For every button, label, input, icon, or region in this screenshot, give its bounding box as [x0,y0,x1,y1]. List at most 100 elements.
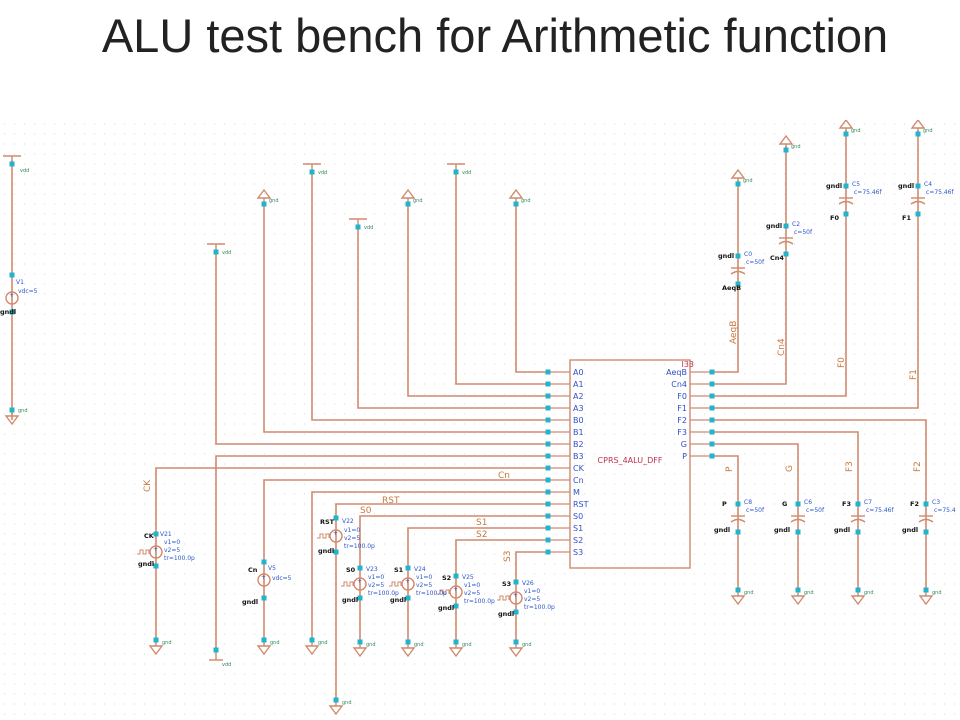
block-pin-label-cn4: Cn4 [671,380,687,389]
source-body [353,577,367,591]
pin-marker [357,639,363,645]
pulse-glyph [389,581,402,587]
gnd-symbol [448,639,464,658]
input-wire-1 [455,174,548,385]
pin-marker [855,587,861,593]
gndl-label: gndl [834,526,850,534]
gnd-label: gnd [413,198,423,204]
out-wire-2 [712,130,847,397]
vdd-label: vdd [222,250,231,256]
pin-marker [923,587,929,593]
gnd-symbol [400,188,416,207]
v26-p2: tr=100.0p [524,604,555,611]
cap-plate-bottom [730,518,746,523]
block-pin-label-a2: A2 [573,392,584,401]
pin-marker [709,441,715,447]
vdd-symbol [3,155,21,167]
pin-marker [735,253,741,259]
gnd-label: gnd [462,642,472,648]
gnd-label: gnd [804,590,814,596]
pin-marker [9,161,15,167]
pin-marker [545,501,551,507]
pin-marker [545,549,551,555]
capacitor [918,515,934,523]
source-plus: + [333,530,338,537]
block-pin-label-b3: B3 [573,452,584,461]
pin-marker [153,531,159,537]
pin-marker [735,501,741,507]
pin-marker [735,587,741,593]
gnd-label: gnd [18,408,28,414]
block-pin-label-b2: B2 [573,440,584,449]
v25-p2: tr=100.0p [464,598,495,605]
bottom-cap-inst: C6 [804,499,812,506]
gndl-label: gndl [766,222,782,230]
input-wire-5 [263,204,548,433]
source-plus: + [405,578,410,585]
input-wire-4 [311,174,548,421]
top-cap-net: F0 [830,214,839,222]
pin-marker [333,697,339,703]
out-wire-b1 [712,431,859,590]
bottom-cap-net: F3 [842,500,851,508]
top-cap-inst: C2 [792,221,800,228]
block-pin-label-p: P [682,452,687,461]
gndl-label: gndl [0,308,16,316]
block-pin-label-f1: F1 [677,404,687,413]
gnd-triangle [838,120,854,129]
block-pin-label-a3: A3 [573,404,584,413]
gnd-symbol [328,697,344,716]
top-cap-param: c=75.46f [854,189,883,196]
pulse-source: + [389,577,415,591]
v22-p1: v2=5 [344,535,360,542]
pin-marker [545,537,551,543]
v25-p1: v2=5 [464,590,480,597]
top-cap-param: c=50f [794,229,813,236]
block-pin-label-s1: S1 [573,524,583,533]
block-pin-label-a0: A0 [573,368,584,377]
block-pin-label-s2: S2 [573,536,583,545]
pin-marker [843,131,849,137]
gnd-triangle [448,647,464,658]
source-plus: + [153,546,158,553]
gnd-triangle [304,645,320,656]
pin-marker [709,405,715,411]
gnd-label: gnd [162,640,172,646]
pin-marker [545,381,551,387]
gnd-label: gnd [269,198,279,204]
pin-marker [333,515,339,521]
pulse-source: + [317,529,343,543]
top-cap-net: AeqB [722,284,741,292]
pin-marker [795,501,801,507]
net-label-s1: S1 [476,518,487,528]
m-wire [311,491,548,640]
block-pin-label-f2: F2 [677,416,687,425]
gnd-triangle [730,168,746,179]
capacitor [790,515,806,523]
pin-marker [513,609,519,615]
bottom-cap-net: F2 [910,500,919,508]
pulse-glyph [341,581,354,587]
gnd-triangle [148,645,164,656]
pin-marker [213,249,219,255]
v22-p2: tr=100.0p [344,543,375,550]
input-wire-0 [515,204,548,373]
gndl-label: gndl [390,596,406,604]
v21-p2: tr=100.0p [164,555,195,562]
cap-plate-bottom [838,200,854,205]
bottom-cap-inst: C7 [864,499,872,506]
gnd-triangle [918,595,934,606]
top-cap-net: Cn4 [770,254,784,262]
capacitor [730,515,746,523]
source-body [401,577,415,591]
bottom-cap-net: P [722,500,727,508]
out-wire-3 [712,130,919,409]
gnd-triangle [4,415,20,426]
dc-source: + [5,291,19,305]
source-plus: + [261,574,266,581]
out-wire-b2 [712,443,799,590]
v21-p0: v1=0 [164,539,180,546]
gnd-label: gnd [851,128,861,134]
rst-wire [335,503,548,700]
s2-pin-label: S2 [442,574,451,582]
